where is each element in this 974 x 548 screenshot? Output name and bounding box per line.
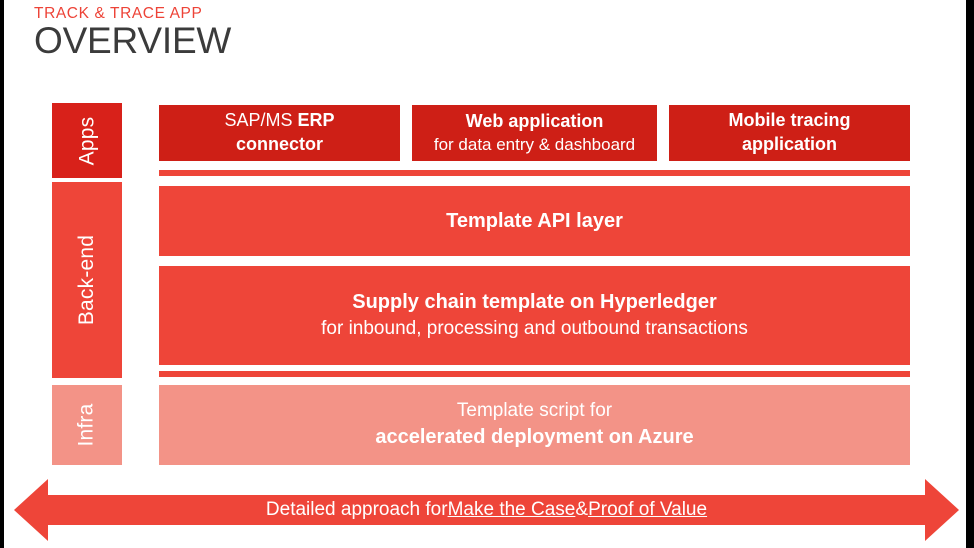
backend-box-api-layer: Template API layer xyxy=(159,186,910,256)
erp-strong-text: ERP xyxy=(297,110,335,131)
layer-block-backend: Back-end xyxy=(52,182,122,378)
api-layer-label: Template API layer xyxy=(446,209,623,232)
azure-line2: accelerated deployment on Azure xyxy=(375,426,694,449)
app-box-erp-line1: SAP/MS ERP xyxy=(224,109,334,133)
app-box-erp-connector: SAP/MS ERP connector xyxy=(159,105,400,161)
double-arrow-shape xyxy=(14,479,959,541)
layer-block-infra: Infra xyxy=(52,385,122,465)
app-box-erp-line2: connector xyxy=(235,134,323,154)
bottom-double-arrow-banner: Detailed approach for Make the Case & Pr… xyxy=(14,477,959,543)
infra-box-azure-template: Template script for accelerated deployme… xyxy=(159,385,910,465)
slide-header: TRACK & TRACE APP OVERVIEW xyxy=(34,4,734,61)
double-arrow-polygon xyxy=(14,479,959,541)
divider-bar-apps-backend xyxy=(159,170,910,176)
erp-prefix-text: SAP/MS xyxy=(224,110,298,131)
layer-label-apps: Apps xyxy=(74,116,98,165)
app-box-web-line2: for data entry & dashboard xyxy=(433,134,636,154)
app-box-mobile-line2: application xyxy=(741,134,837,154)
app-box-mobile-tracing: Mobile tracing application xyxy=(669,105,910,161)
layer-label-backend: Back-end xyxy=(75,234,99,326)
divider-bar-backend-infra xyxy=(159,371,910,377)
layer-block-apps: Apps xyxy=(52,103,122,178)
page-title: OVERVIEW xyxy=(34,20,232,62)
azure-line1: Template script for xyxy=(456,400,613,422)
app-box-mobile-line1: Mobile tracing xyxy=(728,110,851,131)
app-box-web-application: Web application for data entry & dashboa… xyxy=(412,105,657,161)
layer-label-infra: Infra xyxy=(75,403,98,447)
hyperledger-subtitle: for inbound, processing and outbound tra… xyxy=(321,318,748,340)
app-box-web-line1: Web application xyxy=(465,111,604,132)
backend-box-hyperledger: Supply chain template on Hyperledger for… xyxy=(159,266,910,365)
eyebrow-label: TRACK & TRACE APP xyxy=(34,5,203,22)
hyperledger-title: Supply chain template on Hyperledger xyxy=(352,290,717,313)
